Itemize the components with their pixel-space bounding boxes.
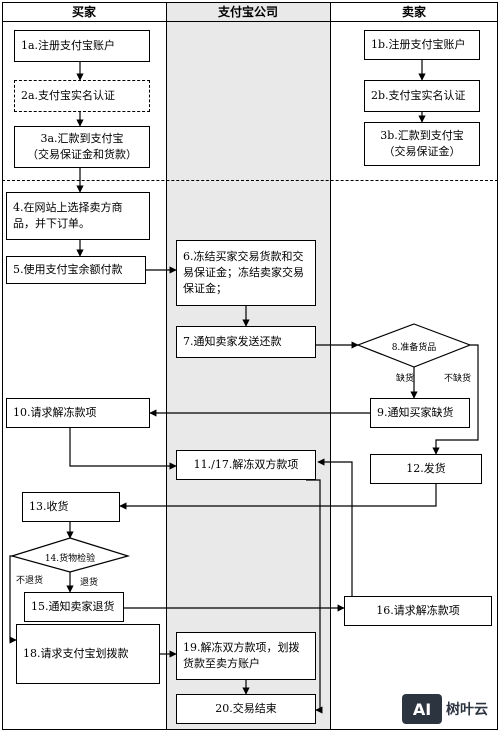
arrow-12-13 — [119, 484, 437, 510]
arrow-16-11 — [317, 458, 353, 596]
step-20-box: 20.交易结束 — [176, 694, 316, 724]
decision-inspection-label: 14.货物检验 — [44, 554, 96, 564]
step-1b-box: 1b.注册支付宝账户 — [364, 30, 480, 60]
branch-not-short-label: 不缺货 — [444, 374, 472, 384]
watermark-logo: AI 树叶云 — [402, 690, 498, 728]
decision-prepare-goods — [356, 323, 472, 368]
step-13-box: 13.收货 — [22, 492, 120, 522]
phase-separator — [2, 180, 498, 181]
step-3b-box: 3b.汇款到支付宝（交易保证金） — [364, 122, 480, 166]
step-2b-box: 2b.支付宝实名认证 — [364, 80, 480, 112]
branch-no-return-label: 不退货 — [16, 576, 44, 586]
step-3a-box: 3a.汇款到支付宝（交易保证金和货款） — [14, 126, 150, 168]
alipay-lane-header: 支付宝公司 — [166, 2, 330, 22]
lane-divider — [330, 2, 331, 730]
decision-goods-inspection — [9, 537, 131, 573]
step-19-box: 19.解冻双方款项，划拨货款至卖方账户 — [176, 632, 316, 680]
buyer-lane-header: 买家 — [2, 2, 166, 22]
alipay-lane-background — [166, 2, 330, 730]
watermark-mark: AI — [402, 694, 442, 724]
step-11-17-box: 11./17.解冻双方款项 — [176, 450, 316, 480]
watermark-text: 树叶云 — [446, 702, 488, 718]
decision-prepare-goods-label: 8.准备货品 — [391, 343, 437, 353]
step-4-box: 4.在网站上选择卖方商品，并下订单。 — [6, 192, 150, 240]
step-15-box: 15.通知卖家退货 — [24, 592, 124, 622]
arrow-11-20 — [306, 479, 323, 714]
step-1a-box: 1a.注册支付宝账户 — [14, 30, 150, 62]
step-5-box: 5.使用支付宝余额付款 — [6, 256, 146, 284]
step-6-box: 6.冻结买家交易货款和交易保证金；冻结卖家交易保证金； — [176, 240, 316, 306]
step-10-box: 10.请求解冻款项 — [6, 398, 150, 428]
step-7-box: 7.通知卖家发送还款 — [176, 326, 316, 358]
step-16-box: 16.请求解冻款项 — [344, 596, 492, 626]
seller-lane-header: 卖家 — [330, 2, 498, 22]
step-12-box: 12.发货 — [370, 454, 482, 484]
branch-short-label: 缺货 — [396, 374, 415, 384]
step-18-box: 18.请求支付宝划拨款 — [16, 624, 160, 684]
arrow-10-11 — [69, 428, 177, 470]
step-9-box: 9.通知买家缺货 — [370, 398, 470, 428]
arrow-8-12 — [432, 344, 479, 455]
step-2a-box: 2a.支付宝实名认证 — [14, 80, 150, 112]
branch-return-label: 退货 — [80, 578, 99, 588]
lane-divider — [166, 2, 167, 730]
